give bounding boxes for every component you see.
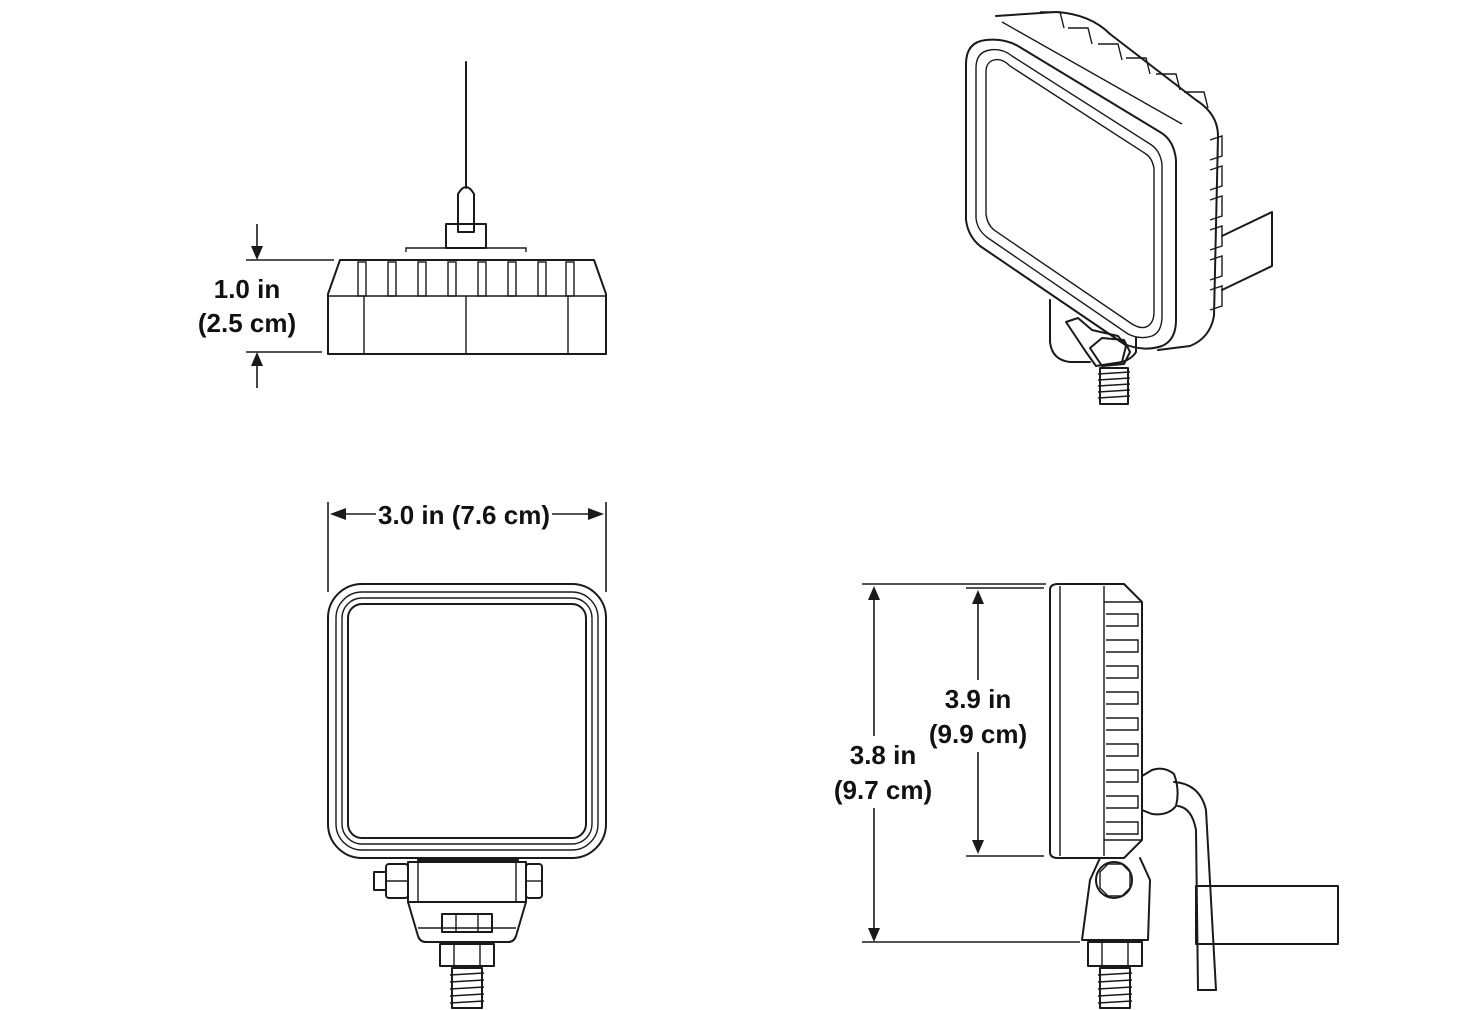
isometric-view	[965, 11, 1273, 405]
depth-metric-label: (2.5 cm)	[198, 308, 296, 338]
top-view	[246, 61, 607, 388]
overall-height-metric-label: (9.7 cm)	[834, 775, 932, 805]
front-view	[327, 502, 607, 1009]
depth-imperial-label: 1.0 in	[214, 274, 280, 304]
width-label: 3.0 in (7.6 cm)	[378, 500, 550, 530]
lens-height-imperial-label: 3.9 in	[945, 684, 1011, 714]
overall-height-imperial-label: 3.8 in	[850, 740, 916, 770]
side-view	[862, 583, 1339, 1009]
lens-height-metric-label: (9.9 cm)	[929, 719, 1027, 749]
